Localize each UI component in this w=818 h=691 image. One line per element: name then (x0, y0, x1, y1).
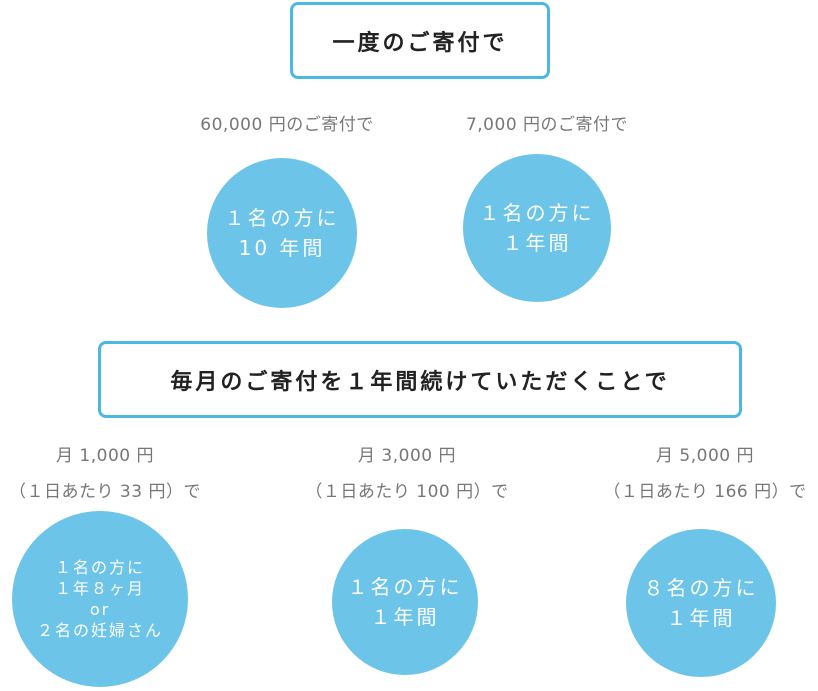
result-line: ８名の方に (643, 576, 759, 600)
one-time-result-circle-60000: １名の方に 10 年間 (207, 158, 357, 308)
monthly-result-circle-1000: １名の方に １年８ヶ月 or ２名の妊婦さん (12, 511, 188, 687)
daily-amount-100: （１日あたり 100 円）で (305, 482, 509, 502)
result-line: １年８ヶ月 (54, 579, 145, 598)
one-time-donation-title: 一度のご寄付で (290, 2, 550, 79)
daily-amount-33: （１日あたり 33 円）で (9, 482, 201, 502)
result-line: １名の方に (54, 558, 145, 577)
one-time-amount-60000: 60,000 円のご寄付で (200, 115, 374, 135)
one-time-donation-title-text: 一度のご寄付で (332, 30, 508, 56)
result-line: or (89, 600, 111, 619)
monthly-amount-3000: 月 3,000 円 (358, 446, 456, 466)
one-time-result-circle-7000: １名の方に １年間 (463, 154, 611, 302)
monthly-result-circle-3000: １名の方に １年間 (332, 529, 478, 675)
result-line: 10 年間 (238, 236, 326, 260)
result-line: １年間 (370, 605, 440, 629)
result-line: １名の方に (479, 201, 595, 225)
result-line: １年間 (502, 231, 572, 255)
monthly-donation-title-text: 毎月のご寄付を１年間続けていただくことで (170, 369, 670, 395)
monthly-result-circle-5000: ８名の方に １年間 (626, 529, 776, 677)
monthly-donation-title: 毎月のご寄付を１年間続けていただくことで (98, 341, 742, 418)
monthly-amount-1000: 月 1,000 円 (56, 446, 154, 466)
result-line: ２名の妊婦さん (36, 621, 163, 640)
daily-amount-166: （１日あたり 166 円）で (603, 482, 807, 502)
one-time-amount-7000: 7,000 円のご寄付で (465, 115, 629, 135)
result-line: １名の方に (224, 206, 340, 230)
monthly-amount-5000: 月 5,000 円 (656, 446, 754, 466)
result-line: １名の方に (347, 575, 463, 599)
result-line: １年間 (666, 606, 736, 630)
